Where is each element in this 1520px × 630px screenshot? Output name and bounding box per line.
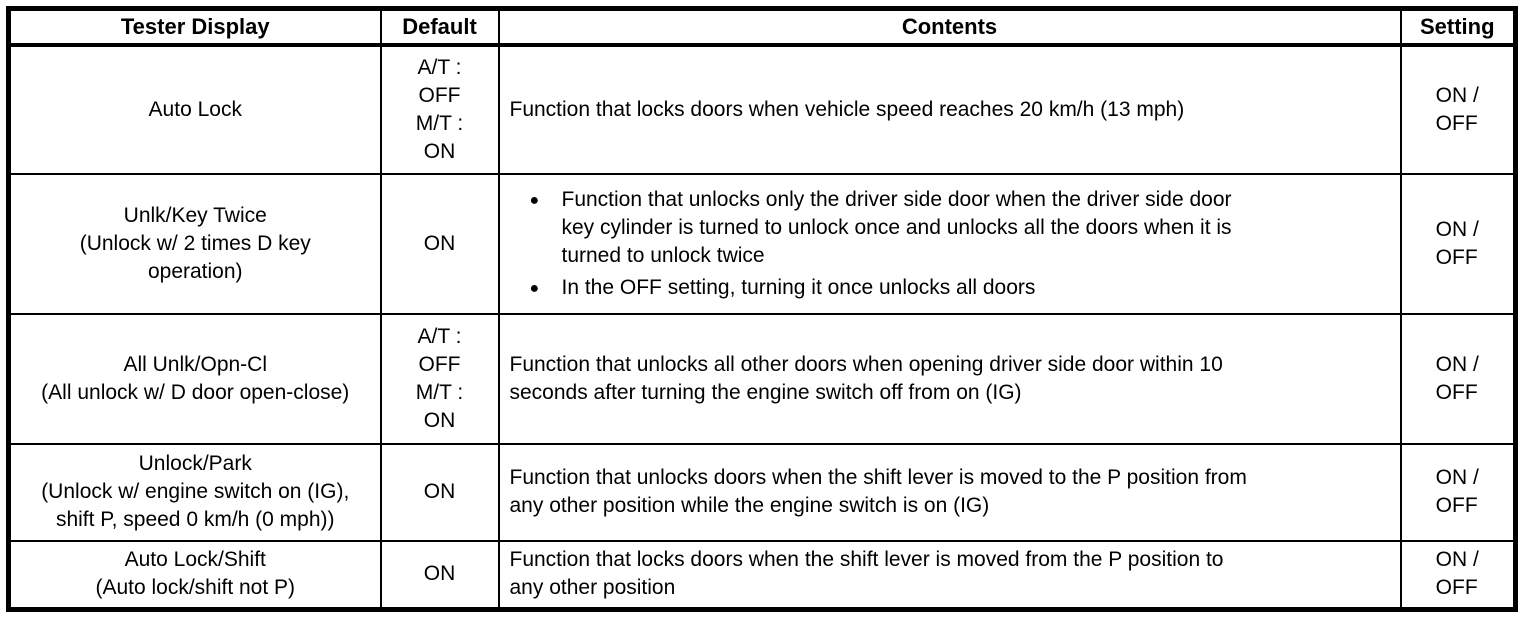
table-row-auto-lock-shift: Auto Lock/Shift(Auto lock/shift not P) O… — [7, 539, 1517, 611]
cell-tester-display: Auto Lock — [7, 43, 382, 175]
cell-contents: Function that locks doors when vehicle s… — [497, 43, 1402, 175]
table-row-unlock-park: Unlock/Park(Unlock w/ engine switch on (… — [7, 442, 1517, 542]
cell-default: ON — [379, 442, 500, 542]
contents-bullet-list: Function that unlocks only the driver si… — [510, 186, 1392, 303]
col-header-tester-display: Tester Display — [7, 7, 382, 47]
cell-contents: Function that locks doors when the shift… — [497, 539, 1402, 611]
cell-tester-display: All Unlk/Opn-Cl(All unlock w/ D door ope… — [7, 312, 382, 445]
cell-setting: ON /OFF — [1399, 43, 1517, 175]
setting-value: ON /OFF — [1435, 217, 1479, 269]
cell-default: ON — [379, 172, 500, 315]
cell-setting: ON /OFF — [1399, 312, 1517, 445]
cell-tester-display: Unlock/Park(Unlock w/ engine switch on (… — [7, 442, 382, 542]
cell-contents: Function that unlocks only the driver si… — [497, 172, 1402, 315]
cell-setting: ON /OFF — [1399, 172, 1517, 315]
cell-setting: ON /OFF — [1399, 442, 1517, 542]
cell-tester-display: Auto Lock/Shift(Auto lock/shift not P) — [7, 539, 382, 611]
table-header-row: Tester Display Default Contents Setting — [7, 7, 1517, 47]
door-lock-settings-table: Tester Display Default Contents Setting … — [6, 6, 1518, 612]
contents-bullet-item: In the OFF setting, turning it once unlo… — [530, 274, 1392, 303]
cell-default: ON — [379, 539, 500, 611]
setting-value: ON /OFF — [1435, 83, 1479, 135]
setting-value: ON /OFF — [1435, 352, 1479, 404]
cell-contents: Function that unlocks doors when the shi… — [497, 442, 1402, 542]
cell-setting: ON /OFF — [1399, 539, 1517, 611]
contents-bullet-item: Function that unlocks only the driver si… — [530, 186, 1392, 270]
col-header-setting: Setting — [1399, 7, 1517, 47]
cell-contents: Function that unlocks all other doors wh… — [497, 312, 1402, 445]
col-header-contents: Contents — [497, 7, 1402, 47]
setting-value: ON /OFF — [1435, 548, 1479, 600]
col-header-default: Default — [379, 7, 500, 47]
table-row-all-unlk-opn-cl: All Unlk/Opn-Cl(All unlock w/ D door ope… — [7, 312, 1517, 445]
setting-value: ON /OFF — [1435, 466, 1479, 517]
